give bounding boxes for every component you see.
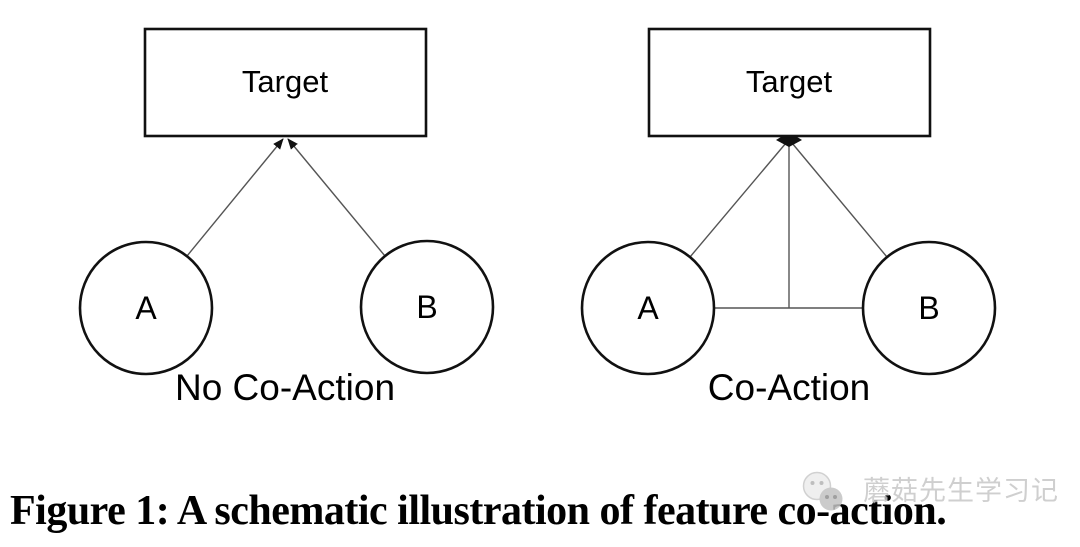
edge-a-to-target xyxy=(689,142,787,258)
node-a-circle xyxy=(580,240,716,376)
node-b-label: B xyxy=(918,290,939,326)
edge-b-to-target xyxy=(287,138,386,257)
edge-b-to-target xyxy=(791,142,888,258)
figure-caption: Figure 1: A schematic illustration of fe… xyxy=(10,488,947,534)
node-b-circle xyxy=(861,240,997,376)
edge-a-to-target xyxy=(186,138,284,257)
schematic-diagrams: Target A B No Co-Action Target A B Co-Ac… xyxy=(78,27,997,408)
coaction-diagram: Target A B Co-Action xyxy=(580,27,997,408)
target-box xyxy=(143,27,428,138)
target-label: Target xyxy=(242,64,329,99)
node-a-circle xyxy=(78,240,214,376)
target-label: Target xyxy=(746,64,833,99)
target-box xyxy=(647,27,932,138)
diagram-caption-no-coaction: No Co-Action xyxy=(175,367,395,408)
node-a-label: A xyxy=(135,290,157,326)
node-b-label: B xyxy=(416,289,437,325)
node-b-circle xyxy=(359,239,495,375)
diagram-caption-coaction: Co-Action xyxy=(708,367,870,408)
no-coaction-diagram: Target A B No Co-Action xyxy=(78,27,495,408)
arrow-junction xyxy=(776,132,802,147)
node-a-label: A xyxy=(637,290,659,326)
